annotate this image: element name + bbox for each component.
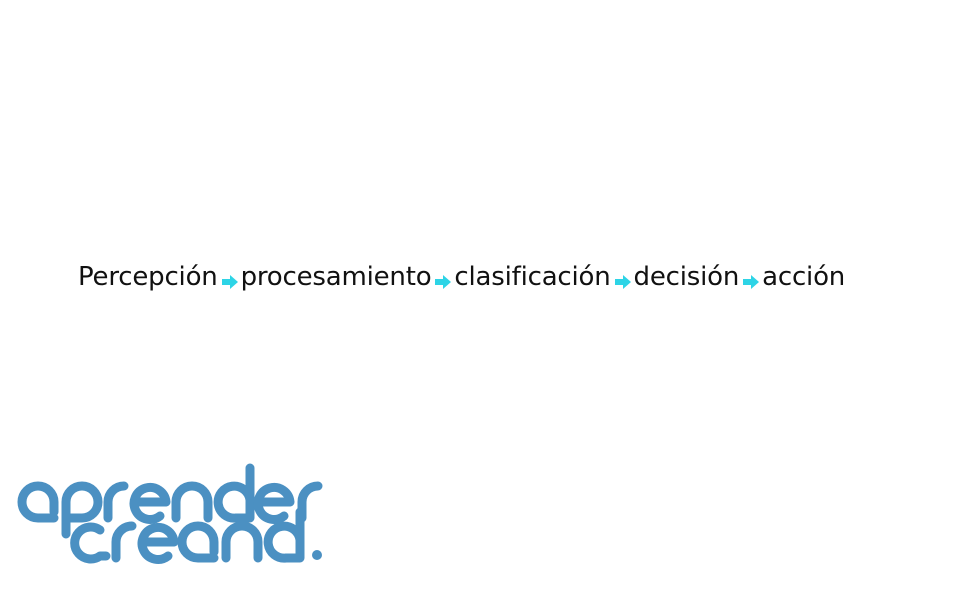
arrow-right-icon <box>435 275 452 289</box>
arrow-right-icon <box>614 275 631 289</box>
step-accion: acción <box>762 262 846 292</box>
step-clasificacion: clasificación <box>454 262 611 292</box>
arrow-right-icon <box>743 275 760 289</box>
step-decision: decisión <box>633 262 740 292</box>
arrow-right-icon <box>221 275 238 289</box>
aprender-creando-logo <box>17 463 323 564</box>
step-percepcion: Percepción <box>78 262 218 292</box>
step-procesamiento: procesamiento <box>240 262 432 292</box>
process-flow: Percepción procesamiento clasificación d… <box>78 258 958 296</box>
